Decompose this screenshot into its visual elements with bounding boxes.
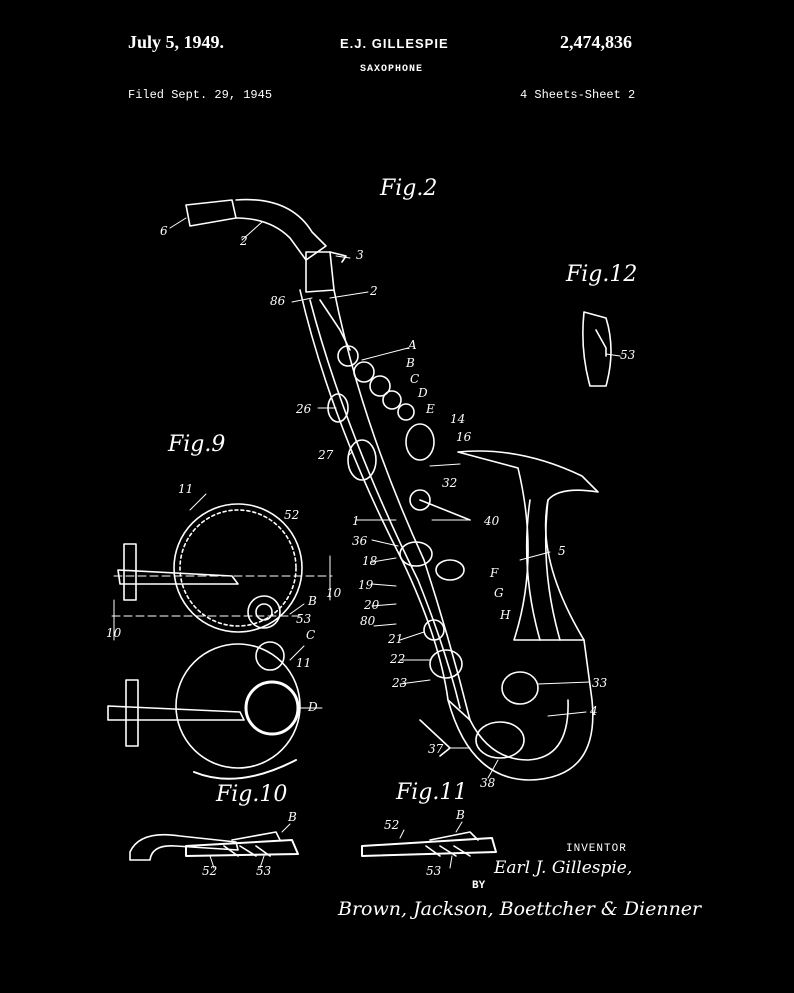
ref-label: 27 xyxy=(318,448,334,462)
saxophone-drawing xyxy=(185,198,599,781)
ref-label: 53 xyxy=(296,612,312,626)
ref-label: 37 xyxy=(428,742,444,756)
fig12-drawing xyxy=(582,311,621,387)
ref-label: 18 xyxy=(362,554,378,568)
ref-label: 11 xyxy=(178,482,194,496)
ref-label: 2 xyxy=(370,284,378,298)
fig9-drawing xyxy=(107,493,333,780)
ref-label: D xyxy=(418,386,428,400)
inventor-header: E.J. GILLESPIE xyxy=(340,36,449,51)
ref-label: G xyxy=(494,586,504,600)
ref-label: B xyxy=(456,808,465,822)
ref-label: 53 xyxy=(620,348,636,362)
ref-label: 53 xyxy=(256,864,272,878)
fig12-title: Fig.12 xyxy=(566,262,638,287)
ref-label: 86 xyxy=(270,294,286,308)
by-label: BY xyxy=(472,880,486,892)
ref-label: C xyxy=(410,372,420,386)
fig10-drawing xyxy=(129,823,299,869)
ref-label: 5 xyxy=(558,544,566,558)
ref-label: 21 xyxy=(388,632,404,646)
fig2-title: Fig.2 xyxy=(380,176,438,201)
ref-label: 53 xyxy=(426,864,442,878)
ref-label: 3 xyxy=(356,248,364,262)
inventor-label: INVENTOR xyxy=(566,843,627,855)
patent-title: SAXOPHONE xyxy=(360,64,424,75)
ref-label: 14 xyxy=(450,412,466,426)
ref-label: C xyxy=(306,628,316,642)
ref-label: 38 xyxy=(480,776,496,790)
ref-label: H xyxy=(500,608,511,622)
ref-label: 32 xyxy=(442,476,458,490)
fig2-leaders xyxy=(169,217,591,779)
ref-label: B xyxy=(308,594,317,608)
ref-label: 1 xyxy=(352,514,360,528)
ref-label: 11 xyxy=(296,656,312,670)
ref-label: 6 xyxy=(160,224,168,238)
fig9-title: Fig.9 xyxy=(168,432,226,457)
ref-label: 4 xyxy=(590,704,598,718)
ref-label: 16 xyxy=(456,430,472,444)
fig11-drawing xyxy=(361,821,497,869)
ref-label: 2 xyxy=(240,234,248,248)
ref-label: 26 xyxy=(296,402,312,416)
patent-date: July 5, 1949. xyxy=(128,32,225,52)
ref-label: 40 xyxy=(484,514,500,528)
ref-label: B xyxy=(406,356,415,370)
patent-number: 2,474,836 xyxy=(560,32,632,52)
inventor-signature: Earl J. Gillespie, xyxy=(494,858,633,878)
attorneys-signature: Brown, Jackson, Boettcher & Dienner xyxy=(338,898,702,920)
ref-label: E xyxy=(426,402,435,416)
ref-label: 80 xyxy=(360,614,376,628)
ref-label: 36 xyxy=(352,534,368,548)
ref-label: 10 xyxy=(326,586,342,600)
ref-label: 20 xyxy=(364,598,380,612)
ref-label: 52 xyxy=(284,508,300,522)
ref-label: 52 xyxy=(202,864,218,878)
ref-label: 19 xyxy=(358,578,374,592)
ref-label: 10 xyxy=(106,626,122,640)
ref-label: A xyxy=(408,338,417,352)
fig11-title: Fig.11 xyxy=(396,780,468,805)
ref-label: F xyxy=(490,566,499,580)
ref-label: B xyxy=(288,810,297,824)
ref-label: 33 xyxy=(592,676,608,690)
fig10-title: Fig.10 xyxy=(216,782,288,807)
ref-label: 23 xyxy=(392,676,408,690)
ref-label: 52 xyxy=(384,818,400,832)
filed-date: Filed Sept. 29, 1945 xyxy=(128,88,273,102)
ref-label: D xyxy=(308,700,318,714)
ref-label: 22 xyxy=(390,652,406,666)
sheet-count: 4 Sheets-Sheet 2 xyxy=(520,88,636,102)
